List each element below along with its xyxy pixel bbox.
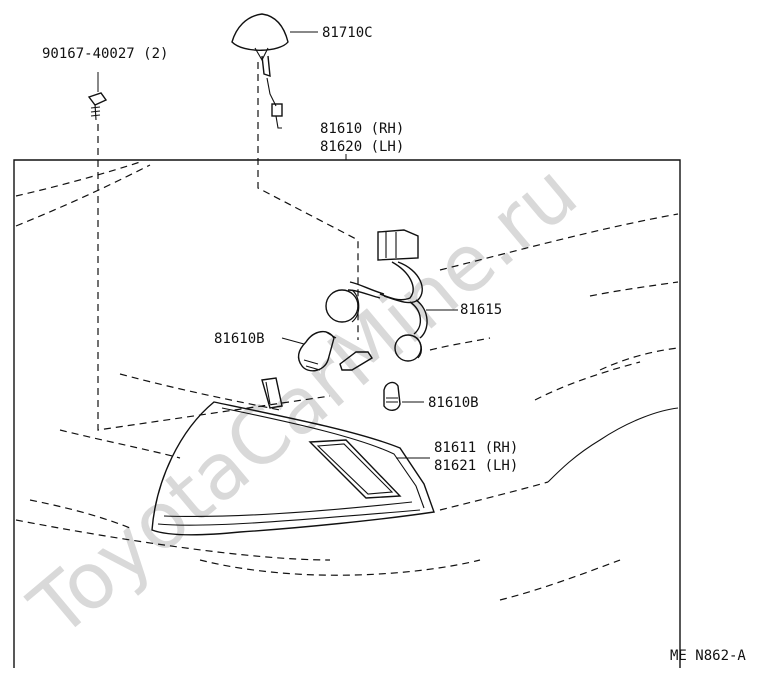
side-marker-part [231,13,289,129]
lens-part [151,377,435,536]
bulb-large-leader [281,337,305,345]
bulb-small-label: 81610B [428,395,479,411]
socket-wire-part [325,229,428,362]
bulb-small-part [383,381,401,411]
screw-label: 90167-40027 (2) [42,46,168,62]
watermark: ToyotaCarMine.ru [14,148,595,656]
socket-wire-label: 81615 [460,302,502,318]
lamp-assembly-label-lh: 81620 (LH) [320,139,404,155]
car-body-outline [15,161,679,601]
side-marker-position-line [257,62,359,340]
lamp-assembly-label-rh: 81610 (RH) [320,121,404,137]
screw-position-line [97,124,331,431]
side-marker-label: 81710C [322,25,373,41]
screw-part [87,92,108,121]
bulb-large-part [297,331,337,372]
lens-label-rh: 81611 (RH) [434,440,518,456]
marker-lens-piece [339,351,373,371]
assembly-frame [13,159,681,668]
lens-label-lh: 81621 (LH) [434,458,518,474]
bulb-large-label: 81610B [214,331,265,347]
figure-code: ME N862-A [670,648,746,664]
